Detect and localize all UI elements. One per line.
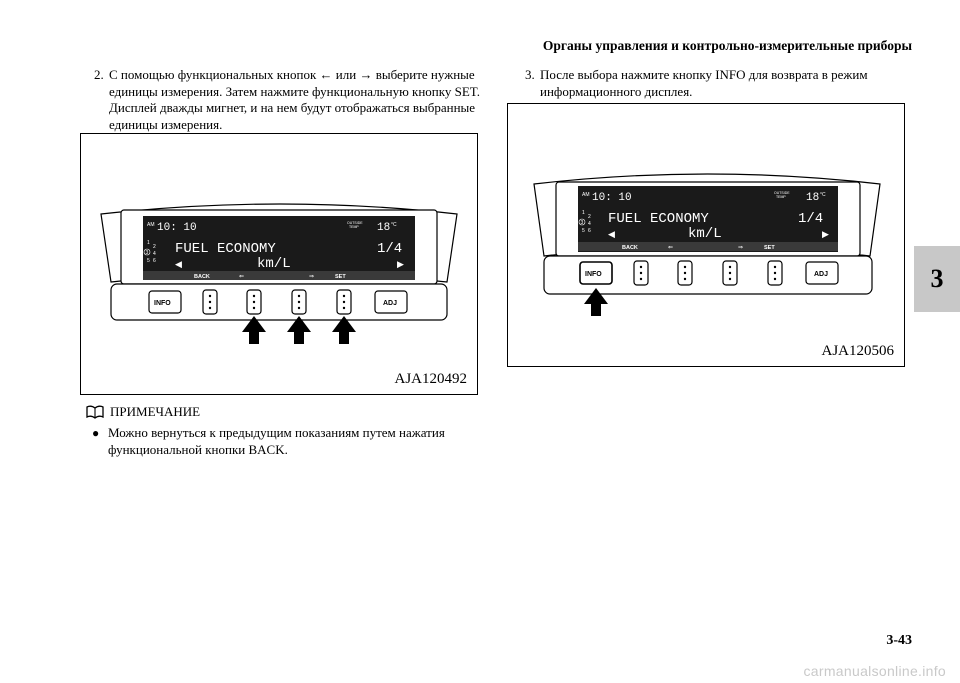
note-book-icon bbox=[86, 405, 104, 419]
info-button-label: INFO bbox=[585, 271, 602, 278]
note-heading-text: ПРИМЕЧАНИЕ bbox=[110, 404, 201, 419]
soft-left: ⇐ bbox=[668, 245, 673, 251]
lcd-gear-5: 5 bbox=[582, 228, 585, 234]
arrow-up-icon bbox=[287, 316, 311, 344]
note-bullet: ● bbox=[92, 426, 100, 440]
step-2-text: С помощью функциональных кнопок ← или → … bbox=[109, 67, 481, 132]
lcd-temp-unit: °C bbox=[391, 222, 397, 228]
soft-right: ⇒ bbox=[309, 274, 314, 280]
figure-2-code: AJA120506 bbox=[821, 343, 894, 359]
lcd-left-arrow: ◀ bbox=[175, 259, 182, 269]
lcd-unit: km/L bbox=[257, 256, 291, 272]
lcd-gear-2: 2 bbox=[588, 214, 591, 220]
lcd-clock: 10: 10 bbox=[157, 222, 197, 234]
soft-back: BACK bbox=[622, 245, 638, 251]
lcd-gear-1: 1 bbox=[582, 210, 585, 216]
button-dots bbox=[639, 265, 777, 281]
adj-button-label: ADJ bbox=[814, 271, 828, 278]
figure-1: AM 10: 10 OUTSIDE TEMP 18 °C 1 3 2 4 5 6… bbox=[80, 133, 478, 395]
arrow-up-icon bbox=[242, 316, 266, 344]
info-button-label: INFO bbox=[154, 300, 171, 307]
watermark: carmanualsonline.info bbox=[803, 663, 946, 679]
soft-set: SET bbox=[764, 245, 775, 251]
adj-button-label: ADJ bbox=[383, 300, 397, 307]
chapter-tab: 3 bbox=[914, 246, 960, 312]
lcd-left-arrow: ◀ bbox=[608, 229, 615, 239]
display-panel-illustration-2: AM 10: 10 OUTSIDE TEMP 18 °C 1 3 2 4 5 6… bbox=[533, 173, 881, 316]
lcd-gear-circle bbox=[143, 248, 151, 256]
lcd-gear-3: 3 bbox=[581, 220, 584, 226]
adj-button[interactable] bbox=[374, 290, 408, 314]
step-2-number: 2. bbox=[94, 67, 104, 82]
lcd-am: AM bbox=[147, 222, 155, 228]
lcd-title: FUEL ECONOMY bbox=[175, 241, 276, 257]
lcd-soft-bar bbox=[578, 242, 838, 251]
info-button[interactable] bbox=[579, 261, 613, 285]
button-dots bbox=[208, 294, 346, 310]
lcd-outside-temp: OUTSIDE bbox=[774, 191, 790, 195]
lcd-page: 1/4 bbox=[377, 241, 402, 257]
step-3-number: 3. bbox=[525, 67, 535, 82]
lcd-page: 1/4 bbox=[798, 211, 823, 227]
adj-button[interactable] bbox=[805, 261, 839, 285]
lcd-gear-4: 4 bbox=[588, 221, 591, 227]
soft-right: ⇒ bbox=[738, 245, 743, 251]
step-3: 3. После выбора нажмите кнопку INFO для … bbox=[525, 67, 915, 100]
lcd-screen bbox=[578, 186, 838, 252]
section-header: Органы управления и контрольно-измерител… bbox=[542, 38, 912, 53]
lcd-temp-unit: °C bbox=[820, 192, 826, 198]
note-text: Можно вернуться к предыдущим показаниям … bbox=[108, 425, 445, 457]
lcd-gear-1: 1 bbox=[147, 240, 150, 246]
arrow-up-icon bbox=[584, 288, 608, 316]
lcd-am: AM bbox=[582, 192, 590, 198]
lcd-outside-temp-2: TEMP bbox=[776, 195, 786, 199]
soft-left: ⇐ bbox=[239, 274, 244, 280]
lcd-gear-4: 4 bbox=[153, 251, 156, 257]
figure-2: AM 10: 10 OUTSIDE TEMP 18 °C 1 3 2 4 5 6… bbox=[507, 103, 905, 367]
lcd-gear-circle bbox=[578, 218, 586, 226]
lcd-gear-3: 3 bbox=[146, 250, 149, 256]
figure-1-code: AJA120492 bbox=[394, 371, 467, 387]
lcd-gear-6: 6 bbox=[588, 228, 591, 234]
lcd-unit: km/L bbox=[688, 226, 722, 242]
lcd-outside-temp: OUTSIDE bbox=[347, 221, 363, 225]
display-panel-illustration-1: AM 10: 10 OUTSIDE TEMP 18 °C 1 3 2 4 5 6… bbox=[100, 203, 458, 344]
lcd-right-arrow: ▶ bbox=[397, 259, 404, 269]
step-2: 2. С помощью функциональных кнопок ← или… bbox=[94, 67, 482, 133]
lcd-clock: 10: 10 bbox=[592, 192, 632, 204]
lcd-gear-5: 5 bbox=[147, 258, 150, 264]
button-panel bbox=[543, 255, 873, 295]
lcd-right-arrow: ▶ bbox=[822, 229, 829, 239]
info-button[interactable] bbox=[148, 290, 182, 314]
note-body: ● Можно вернуться к предыдущим показания… bbox=[92, 425, 480, 458]
soft-set: SET bbox=[335, 274, 346, 280]
lcd-screen bbox=[143, 216, 415, 278]
arrow-up-icon bbox=[332, 316, 356, 344]
soft-back: BACK bbox=[194, 274, 210, 280]
lcd-temp: 18 bbox=[377, 222, 390, 234]
lcd-gear-2: 2 bbox=[153, 244, 156, 250]
note-heading: ПРИМЕЧАНИЕ bbox=[86, 404, 200, 420]
page-number: 3-43 bbox=[886, 633, 912, 648]
step-3-text: После выбора нажмите кнопку INFO для воз… bbox=[540, 67, 868, 99]
button-panel bbox=[110, 283, 448, 321]
lcd-outside-temp-2: TEMP bbox=[349, 225, 359, 229]
lcd-soft-bar bbox=[143, 271, 415, 280]
lcd-temp: 18 bbox=[806, 192, 819, 204]
lcd-title: FUEL ECONOMY bbox=[608, 211, 709, 227]
lcd-gear-6: 6 bbox=[153, 258, 156, 264]
